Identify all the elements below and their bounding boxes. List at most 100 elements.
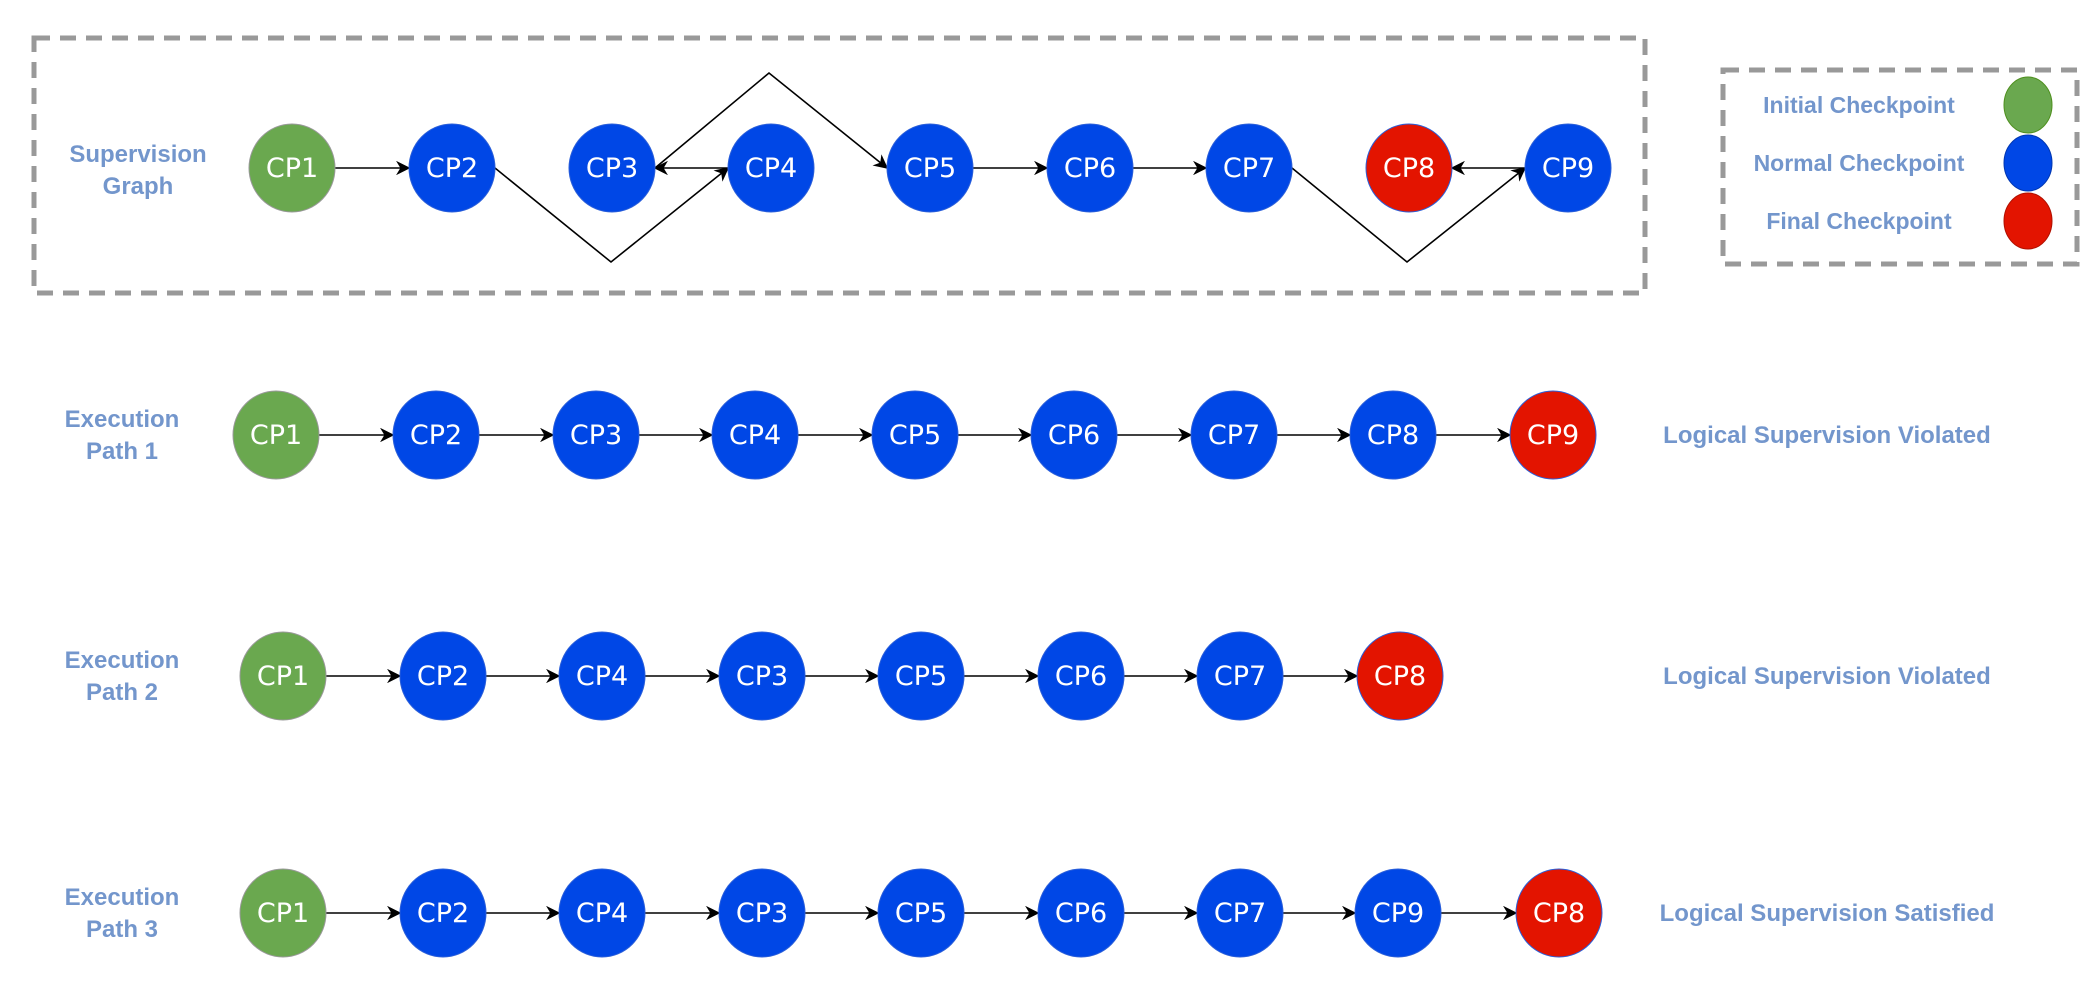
path-title-2: Path 3 — [86, 916, 158, 943]
checkpoint-label: CP7 — [1214, 898, 1266, 929]
checkpoint-label: CP6 — [1064, 153, 1116, 184]
checkpoint-label: CP3 — [586, 153, 638, 184]
path-title: Execution — [65, 884, 180, 911]
checkpoint-label: CP3 — [570, 420, 622, 451]
checkpoint-label: CP5 — [895, 661, 947, 692]
path-node-cp3: CP3 — [552, 390, 640, 480]
legend-frame — [1720, 67, 2080, 267]
checkpoint-label: CP6 — [1055, 661, 1107, 692]
normal-checkpoint-circle — [1046, 123, 1134, 213]
path-title-2: Path 1 — [86, 438, 158, 465]
initial-checkpoint-circle — [239, 631, 327, 721]
normal-checkpoint-circle — [1196, 868, 1284, 958]
checkpoint-label: CP1 — [257, 661, 309, 692]
initial-checkpoint-circle — [232, 390, 320, 480]
final-checkpoint-circle — [1365, 123, 1453, 213]
path-title-2: Path 2 — [86, 679, 158, 706]
normal-checkpoint-circle — [392, 390, 480, 480]
checkpoint-label: CP7 — [1214, 661, 1266, 692]
path-node-cp7: CP7 — [1196, 631, 1284, 721]
graph-node-cp1: CP1 — [248, 123, 336, 213]
normal-checkpoint-circle — [568, 123, 656, 213]
checkpoint-label: CP4 — [576, 661, 628, 692]
checkpoint-label: CP8 — [1374, 661, 1426, 692]
legend-label-initial: Initial Checkpoint — [1763, 92, 1955, 118]
path-node-cp9: CP9 — [1354, 868, 1442, 958]
normal-checkpoint-circle — [871, 390, 959, 480]
supervision-graph-title: Supervision — [69, 141, 206, 168]
normal-checkpoint-circle — [1524, 123, 1612, 213]
graph-node-cp8: CP8 — [1365, 123, 1453, 213]
path-node-cp2: CP2 — [399, 868, 487, 958]
graph-node-cp4: CP4 — [727, 123, 815, 213]
normal-checkpoint-circle — [877, 631, 965, 721]
path-result-status: Logical Supervision Satisfied — [1660, 900, 1995, 927]
normal-checkpoint-circle — [1037, 631, 1125, 721]
edge-CP7-CP9 — [1291, 167, 1527, 264]
path-node-cp6: CP6 — [1037, 868, 1125, 958]
normal-checkpoint-circle — [1196, 631, 1284, 721]
checkpoint-label: CP2 — [417, 661, 469, 692]
graph-node-cp3: CP3 — [568, 123, 656, 213]
normal-checkpoint-circle — [558, 631, 646, 721]
final-checkpoint-circle — [1509, 390, 1597, 480]
edge-CP3-CP5 — [654, 71, 889, 169]
path-node-cp8: CP8 — [1349, 390, 1437, 480]
path-node-cp3: CP3 — [718, 868, 806, 958]
checkpoint-label: CP8 — [1533, 898, 1585, 929]
checkpoint-label: CP4 — [729, 420, 781, 451]
path-node-cp4: CP4 — [558, 868, 646, 958]
checkpoint-label: CP4 — [745, 153, 797, 184]
legend-normal-icon — [2003, 134, 2053, 192]
normal-checkpoint-circle — [1205, 123, 1293, 213]
checkpoint-label: CP3 — [736, 661, 788, 692]
checkpoint-label: CP1 — [257, 898, 309, 929]
checkpoint-label: CP2 — [426, 153, 478, 184]
normal-checkpoint-circle — [727, 123, 815, 213]
normal-checkpoint-circle — [718, 868, 806, 958]
final-checkpoint-circle — [1515, 868, 1603, 958]
legend-label-final: Final Checkpoint — [1766, 208, 1952, 234]
path-node-cp1: CP1 — [239, 868, 327, 958]
checkpoint-label: CP6 — [1048, 420, 1100, 451]
graph-node-cp6: CP6 — [1046, 123, 1134, 213]
path-node-cp8: CP8 — [1515, 868, 1603, 958]
normal-checkpoint-circle — [718, 631, 806, 721]
graph-node-cp5: CP5 — [886, 123, 974, 213]
edge-CP2-CP4 — [494, 167, 730, 264]
checkpoint-label: CP5 — [895, 898, 947, 929]
path-node-cp8: CP8 — [1356, 631, 1444, 721]
checkpoint-label: CP6 — [1055, 898, 1107, 929]
path-node-cp6: CP6 — [1037, 631, 1125, 721]
path-result-status: Logical Supervision Violated — [1663, 422, 1991, 449]
legend-final-icon — [2003, 192, 2053, 250]
checkpoint-label: CP5 — [904, 153, 956, 184]
path-node-cp7: CP7 — [1190, 390, 1278, 480]
checkpoint-label: CP8 — [1367, 420, 1419, 451]
legend-label-normal: Normal Checkpoint — [1754, 150, 1965, 176]
normal-checkpoint-circle — [1037, 868, 1125, 958]
path-node-cp3: CP3 — [718, 631, 806, 721]
checkpoint-label: CP5 — [889, 420, 941, 451]
checkpoint-label: CP4 — [576, 898, 628, 929]
path-node-cp4: CP4 — [711, 390, 799, 480]
normal-checkpoint-circle — [1354, 868, 1442, 958]
path-node-cp1: CP1 — [239, 631, 327, 721]
path-node-cp5: CP5 — [877, 631, 965, 721]
checkpoint-label: CP8 — [1383, 153, 1435, 184]
final-checkpoint-circle — [1356, 631, 1444, 721]
path-node-cp2: CP2 — [399, 631, 487, 721]
graph-node-cp7: CP7 — [1205, 123, 1293, 213]
checkpoint-label: CP7 — [1208, 420, 1260, 451]
normal-checkpoint-circle — [1190, 390, 1278, 480]
path-node-cp5: CP5 — [877, 868, 965, 958]
normal-checkpoint-circle — [558, 868, 646, 958]
checkpoint-label: CP2 — [417, 898, 469, 929]
initial-checkpoint-circle — [239, 868, 327, 958]
normal-checkpoint-circle — [399, 868, 487, 958]
normal-checkpoint-circle — [1349, 390, 1437, 480]
path-result-status: Logical Supervision Violated — [1663, 663, 1991, 690]
